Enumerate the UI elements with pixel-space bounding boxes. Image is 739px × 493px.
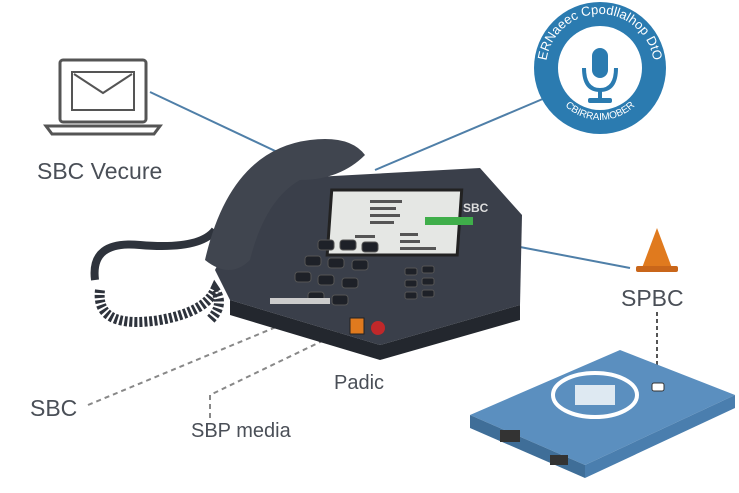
label-port: Padic xyxy=(334,372,385,394)
connector-badge xyxy=(374,97,546,171)
label-media: SBP media xyxy=(191,420,291,442)
keypad xyxy=(294,239,435,306)
orange-port xyxy=(349,317,365,335)
network-device xyxy=(470,350,735,478)
connector-laptop xyxy=(149,91,291,159)
screen-highlight xyxy=(425,217,473,225)
connector-sbc xyxy=(87,314,306,406)
connector-media xyxy=(209,329,346,418)
phone-brand: SBC xyxy=(463,201,489,215)
red-button xyxy=(371,321,385,335)
label-cone: SPBC xyxy=(621,285,684,311)
label-sbc: SBC xyxy=(30,395,78,421)
desk-phone: SBC xyxy=(90,139,522,360)
badge-logo: ERNaeec Cpodllalhop DtO CBIRRAIMOBER xyxy=(534,2,666,134)
connector-cone xyxy=(519,246,631,269)
label-laptop: SBC Vecure xyxy=(37,158,163,184)
cone-icon xyxy=(636,228,678,272)
microphone-icon xyxy=(582,48,618,103)
laptop-icon xyxy=(43,58,163,136)
